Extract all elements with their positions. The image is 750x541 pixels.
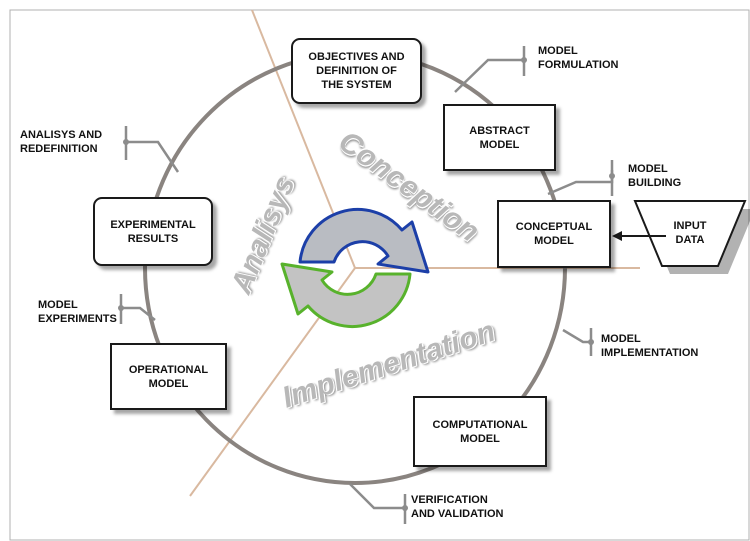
annotation-model-implementation: MODEL IMPLEMENTATION: [601, 333, 699, 359]
diagram-frame: [9, 9, 750, 541]
input-arrow-head: [612, 231, 622, 241]
input-data-trapezoid: [633, 200, 747, 267]
callout-dots: [118, 57, 615, 511]
annotation-verification-validation: VERIFICATION AND VALIDATION: [411, 494, 504, 520]
annotation-analysis-redefinition: ANALISYS AND REDEFINITION: [20, 129, 103, 155]
annotation-model-formulation: MODEL FORMULATION: [538, 45, 619, 71]
experimental-results-box: EXPERIMENTAL RESULTS: [93, 197, 213, 266]
abstract-model-box: ABSTRACT MODEL: [443, 104, 556, 171]
operational-model-box: OPERATIONAL MODEL: [110, 343, 227, 410]
annotation-model-experiments: MODEL EXPERIMENTS: [38, 299, 117, 325]
input-data-label: INPUT DATA: [673, 220, 707, 246]
annotation-model-building: MODEL BUILDING: [628, 163, 682, 189]
cycle-arrows-icon: [280, 207, 430, 329]
conceptual-model-box: CONCEPTUAL MODEL: [497, 200, 611, 268]
computational-model-box: COMPUTATIONAL MODEL: [413, 396, 547, 467]
objectives-box: OBJECTIVES AND DEFINITION OF THE SYSTEM: [291, 38, 422, 104]
